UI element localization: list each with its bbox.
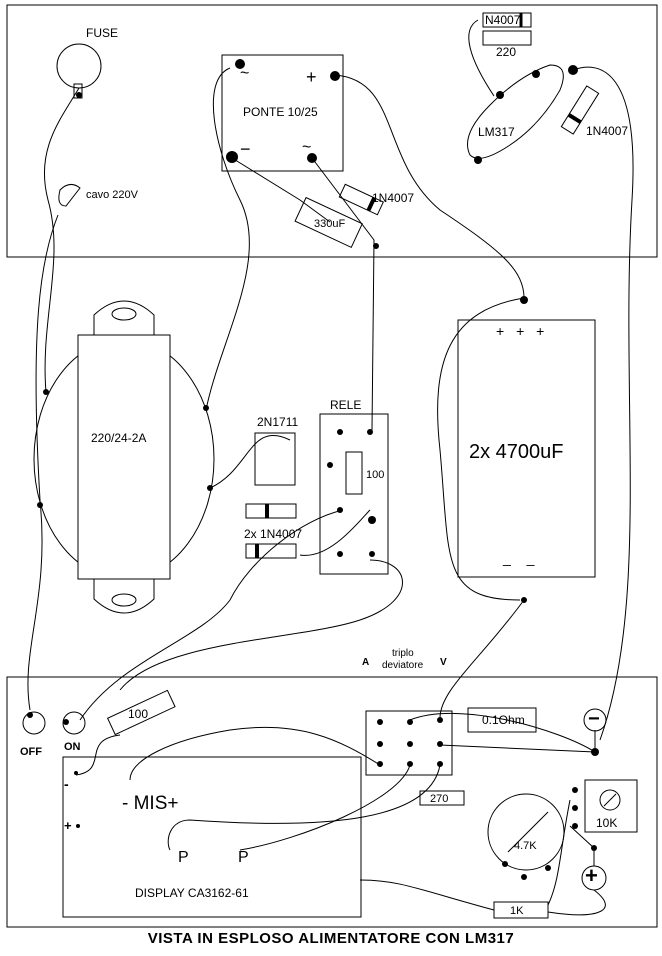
relay: [319, 413, 389, 575]
capacitor-plus-label: + + +: [496, 323, 549, 339]
diodes-label: 2x 1N4007: [244, 527, 303, 541]
plus-terminal-label: +: [585, 863, 598, 888]
resistor-100-bottom-label: 100: [128, 707, 149, 721]
transformer-label: 220/24-2A: [91, 431, 147, 445]
display-name-label: DISPLAY CA3162-61: [135, 886, 249, 900]
display-mis-label: - MIS+: [122, 793, 179, 814]
capacitor-330uf: [294, 196, 363, 249]
triple-switch: [365, 710, 453, 776]
switch-text-2: deviatore: [382, 660, 424, 671]
display-module: [62, 756, 362, 918]
trimmer-10k-label: 10K: [596, 816, 618, 830]
relay-label: RELE: [330, 398, 362, 412]
bridge-label: PONTE 10/25: [243, 105, 318, 119]
minus-terminal-label: −: [588, 708, 600, 730]
diode-1n4007-right: [560, 85, 600, 135]
pot-4k7-label: 4.7K: [514, 840, 537, 852]
capacitor-minus-label: _ _: [503, 550, 541, 566]
transistor-label: 2N1711: [257, 415, 299, 429]
pot-4k7: [487, 793, 565, 871]
diode-1n4007-right-label: 1N4007: [586, 124, 629, 138]
lm317-regulator: [467, 64, 564, 159]
lm317-label: LM317: [478, 125, 515, 139]
resistor-220: [482, 30, 532, 46]
diode-a: [245, 503, 297, 519]
resistor-270-label: 270: [430, 793, 449, 805]
capacitor-330uf-label: 330uF: [314, 218, 346, 230]
transistor-2n1711: [254, 432, 296, 486]
bridge-ac-label-1: ~: [240, 65, 250, 82]
page-caption: VISTA IN ESPLOSO ALIMENTATORE CON LM317: [147, 930, 515, 947]
off-label: OFF: [20, 746, 42, 758]
display-minus-label: -: [64, 776, 69, 792]
capacitor-2x4700uf-label: 2x 4700uF: [469, 441, 564, 463]
switch-text-1: triplo: [392, 648, 414, 659]
display-p1-label: P: [178, 849, 189, 866]
mains-cable-label: cavo 220V: [86, 189, 138, 201]
diode-n4007-label: N4007: [485, 13, 521, 27]
resistor-220-label: 220: [496, 45, 517, 59]
resistor-100-bottom: [106, 689, 176, 736]
resistor-270: [419, 790, 465, 806]
fuse-holder: [56, 43, 102, 89]
resistor-100-relay-label: 100: [366, 469, 385, 481]
bridge-minus-label: −: [240, 139, 251, 159]
diode-1n4007-top-label: 1N4007: [372, 191, 415, 205]
fuse-label: FUSE: [86, 26, 119, 40]
resistor-1k-label: 1K: [510, 905, 524, 917]
diode-1n4007-top: [338, 183, 384, 216]
shunt-label: 0.1Ohm: [482, 713, 525, 727]
on-switch: [62, 711, 86, 735]
display-p2-label: P: [238, 849, 249, 866]
bottom-board-outline: [6, 676, 658, 928]
off-switch: [22, 711, 46, 735]
shunt-0-1ohm: [467, 707, 537, 733]
transformer: [77, 334, 171, 580]
diode-b: [245, 543, 297, 559]
on-label: ON: [64, 741, 81, 753]
bridge-ac-label-2: ~: [302, 139, 312, 156]
switch-a-label: A: [362, 657, 370, 668]
trimmer-10k: [584, 779, 638, 833]
resistor-100-relay: [345, 451, 363, 495]
switch-v-label: V: [440, 657, 447, 668]
capacitor-2x4700uf: [457, 319, 596, 578]
display-plus-label: +: [64, 818, 72, 833]
top-board-outline: [6, 4, 658, 258]
diode-n4007: [482, 12, 532, 28]
bridge-rectifier: [221, 54, 344, 172]
bridge-plus-label: +: [306, 67, 317, 87]
